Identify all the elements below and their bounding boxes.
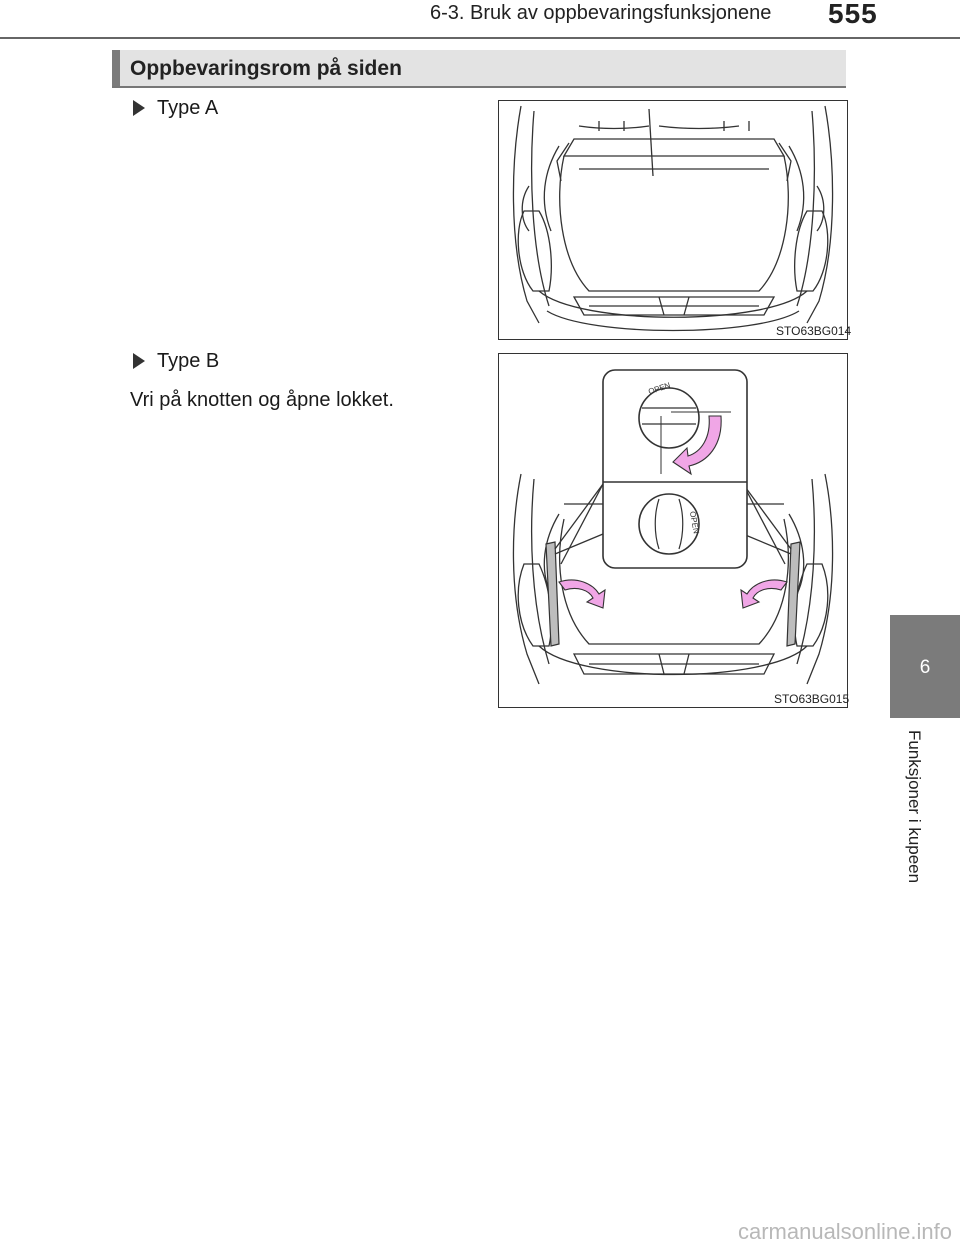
chapter-tab: 6 [890, 615, 960, 718]
figure-code-type-a: STO63BG014 [776, 324, 852, 338]
running-header-section: 6-3. Bruk av oppbevaringsfunksjonene [430, 2, 772, 24]
chapter-tab-label: Funksjoner i kupeen [905, 730, 924, 884]
bullet-triangle-icon [133, 100, 145, 116]
watermark: carmanualsonline.info [737, 1219, 952, 1244]
section-heading-bar: Oppbevaringsrom på siden [112, 50, 846, 88]
section-heading-underline [112, 86, 846, 88]
type-b-instruction: Vri på knotten og åpne lokket. [130, 389, 394, 411]
trunk-illustration-type-b [512, 369, 834, 685]
section-heading-accent [112, 50, 120, 88]
type-a-label: Type A [157, 97, 219, 119]
figure-code-type-b: STO63BG015 [774, 692, 850, 706]
figure-type-a: STO63BG014 [498, 100, 852, 340]
figure-type-b: OPEN OPEN STO63BG015 [498, 353, 850, 708]
section-title: Oppbevaringsrom på siden [130, 57, 402, 80]
header-rule [0, 37, 960, 39]
chapter-tab-number: 6 [919, 657, 931, 678]
type-b-label: Type B [157, 350, 220, 372]
page-number: 555 [828, 0, 878, 29]
bullet-triangle-icon [133, 353, 145, 369]
trunk-illustration-type-a [512, 105, 834, 332]
